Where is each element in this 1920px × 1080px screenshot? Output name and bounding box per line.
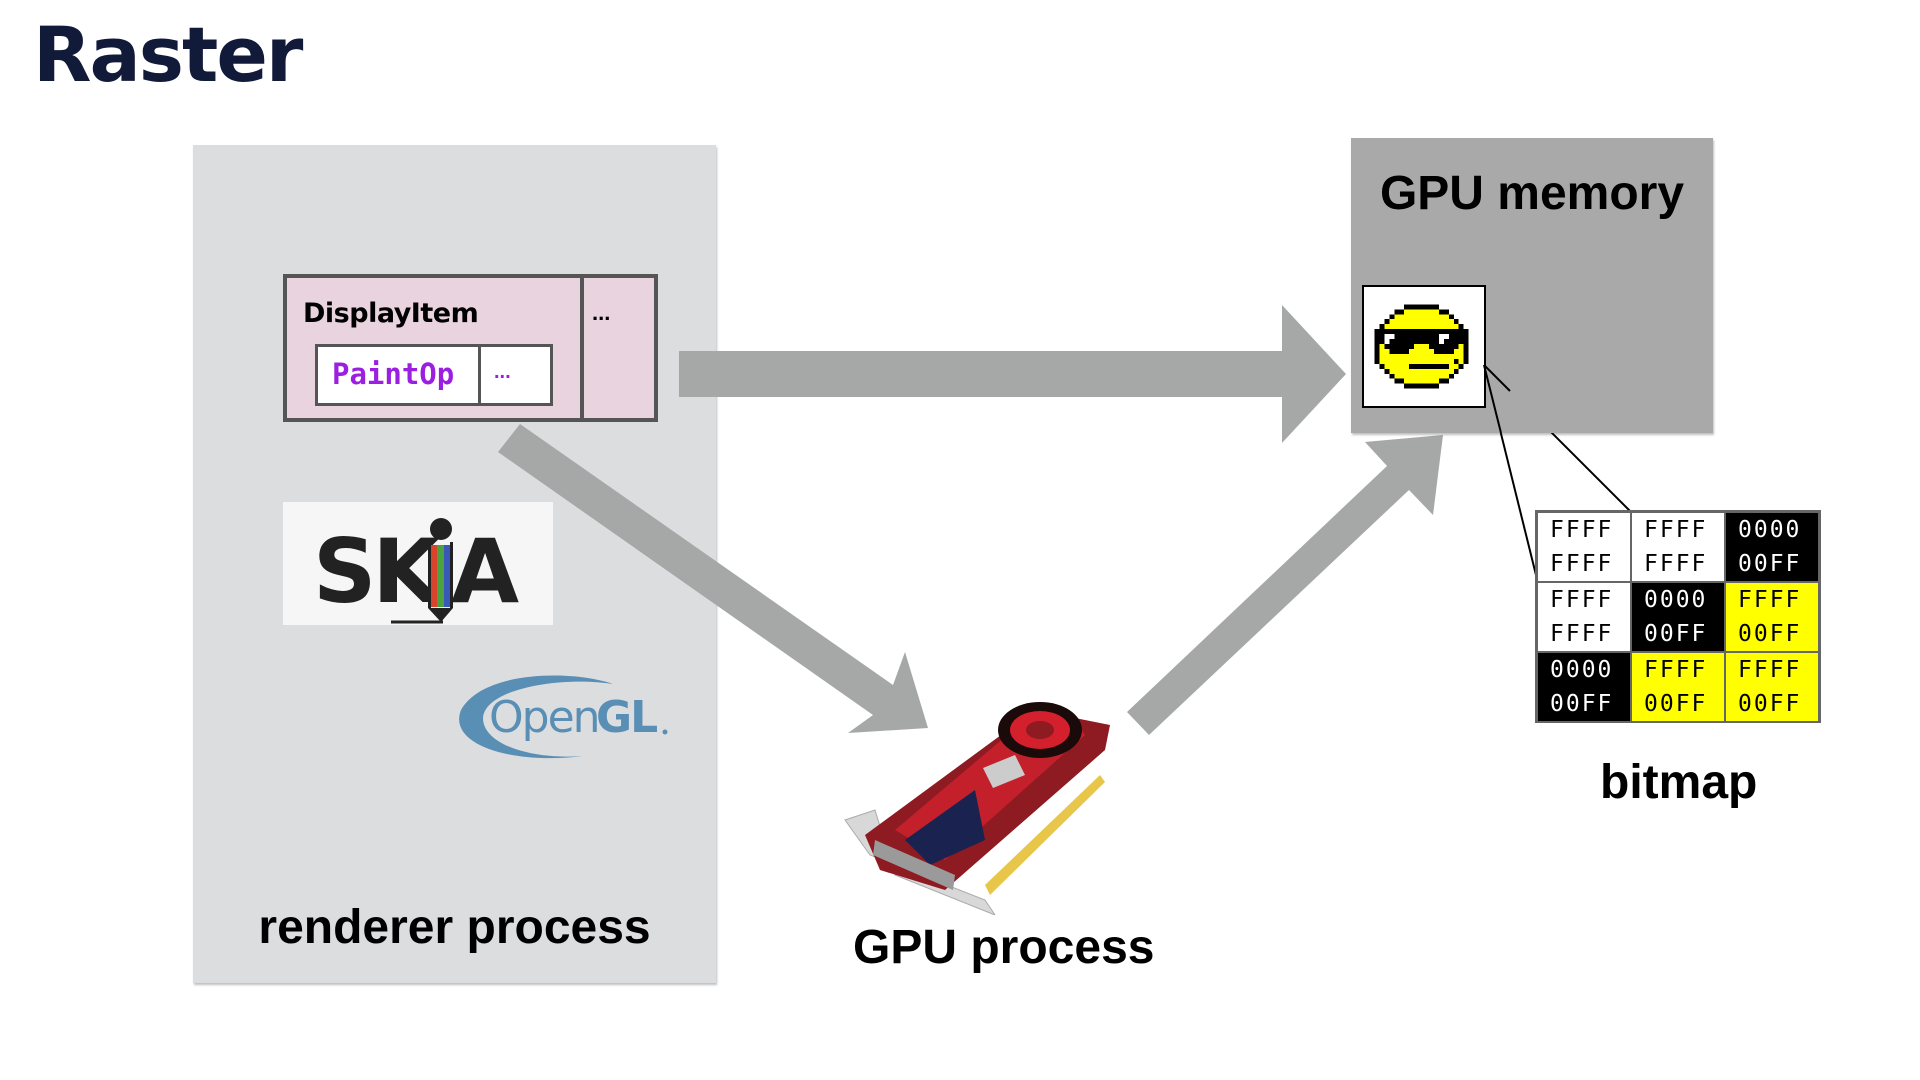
slide-title: Raster <box>33 10 303 99</box>
more-display-items: ... <box>592 300 611 325</box>
renderer-process-label: renderer process <box>258 901 651 954</box>
opengl-text-open: Open <box>489 692 599 743</box>
bitmap-cell-line2: FFFF <box>1550 551 1614 577</box>
more-paint-ops: ... <box>494 361 511 383</box>
gpu-memory-panel: GPU memory <box>1351 138 1713 433</box>
bitmap-cell-line2: 00FF <box>1738 621 1802 647</box>
display-list-divider <box>580 278 584 418</box>
bitmap-cell-line1: FFFF <box>1738 587 1802 613</box>
opengl-logo: Open GL <box>453 670 673 762</box>
bitmap-grid: FFFF FFFF FFFF FFFF 0000 00FF FFFF FFFF 0000 00FF… <box>1535 510 1821 723</box>
skia-logo-pencil-tip <box>428 608 453 622</box>
skia-logo: SK A <box>283 502 553 625</box>
paint-op-divider <box>478 347 481 403</box>
bitmap-cell-line2: 00FF <box>1738 551 1802 577</box>
bitmap-cell-line2: 00FF <box>1644 621 1708 647</box>
bitmap-cell-line1: FFFF <box>1738 657 1802 683</box>
sunglasses-smiley-icon <box>1362 285 1486 408</box>
skia-logo-blue-stripe <box>444 545 451 607</box>
arrow-display-list-to-gpu-process <box>498 424 928 733</box>
graphics-card-image <box>835 690 1125 917</box>
bitmap-cell: FFFF FFFF <box>1537 582 1631 652</box>
bitmap-cell-line1: FFFF <box>1550 517 1614 543</box>
bitmap-cell-line1: FFFF <box>1550 587 1614 613</box>
bitmap-cell: FFFF FFFF <box>1631 512 1725 582</box>
bitmap-cell-line1: 0000 <box>1738 517 1802 543</box>
paint-op-label: PaintOp <box>332 357 455 391</box>
bitmap-cell: FFFF FFFF <box>1537 512 1631 582</box>
bitmap-cell: 0000 00FF <box>1631 582 1725 652</box>
display-list: DisplayItem ... PaintOp ... <box>283 274 658 422</box>
skia-logo-green-stripe <box>437 545 444 607</box>
bitmap-label: bitmap <box>1600 756 1758 809</box>
bitmap-cell-line1: 0000 <box>1550 657 1614 683</box>
arrow-gpu-process-to-gpu-memory <box>1127 435 1443 735</box>
paint-op-list: PaintOp ... <box>315 344 553 406</box>
skia-logo-red-stripe <box>430 545 437 607</box>
skia-logo-text-sk: SK <box>313 520 443 623</box>
arrow-display-list-to-gpu-memory <box>679 305 1346 443</box>
skia-logo-dot <box>430 518 452 540</box>
bitmap-cell: FFFF 00FF <box>1725 652 1819 722</box>
gpu-process-label: GPU process <box>853 921 1155 974</box>
bitmap-cell: FFFF 00FF <box>1725 582 1819 652</box>
display-item-label: DisplayItem <box>303 298 479 329</box>
opengl-text-gl: GL <box>596 692 657 743</box>
bitmap-cell: FFFF 00FF <box>1631 652 1725 722</box>
bitmap-cell-line2: 00FF <box>1738 691 1802 717</box>
bitmap-cell-line1: FFFF <box>1644 517 1708 543</box>
skia-logo-text-a: A <box>451 520 519 623</box>
bitmap-cell: 0000 00FF <box>1725 512 1819 582</box>
bitmap-cell-line1: FFFF <box>1644 657 1708 683</box>
bitmap-cell-line2: 00FF <box>1550 691 1614 717</box>
gpu-memory-label: GPU memory <box>1379 167 1685 220</box>
opengl-swoosh <box>459 675 613 759</box>
bitmap-cell-line2: FFFF <box>1550 621 1614 647</box>
bitmap-cell-line2: FFFF <box>1644 551 1708 577</box>
bitmap-cell-line1: 0000 <box>1644 587 1708 613</box>
bitmap-cell: 0000 00FF <box>1537 652 1631 722</box>
bitmap-cell-line2: 00FF <box>1644 691 1708 717</box>
